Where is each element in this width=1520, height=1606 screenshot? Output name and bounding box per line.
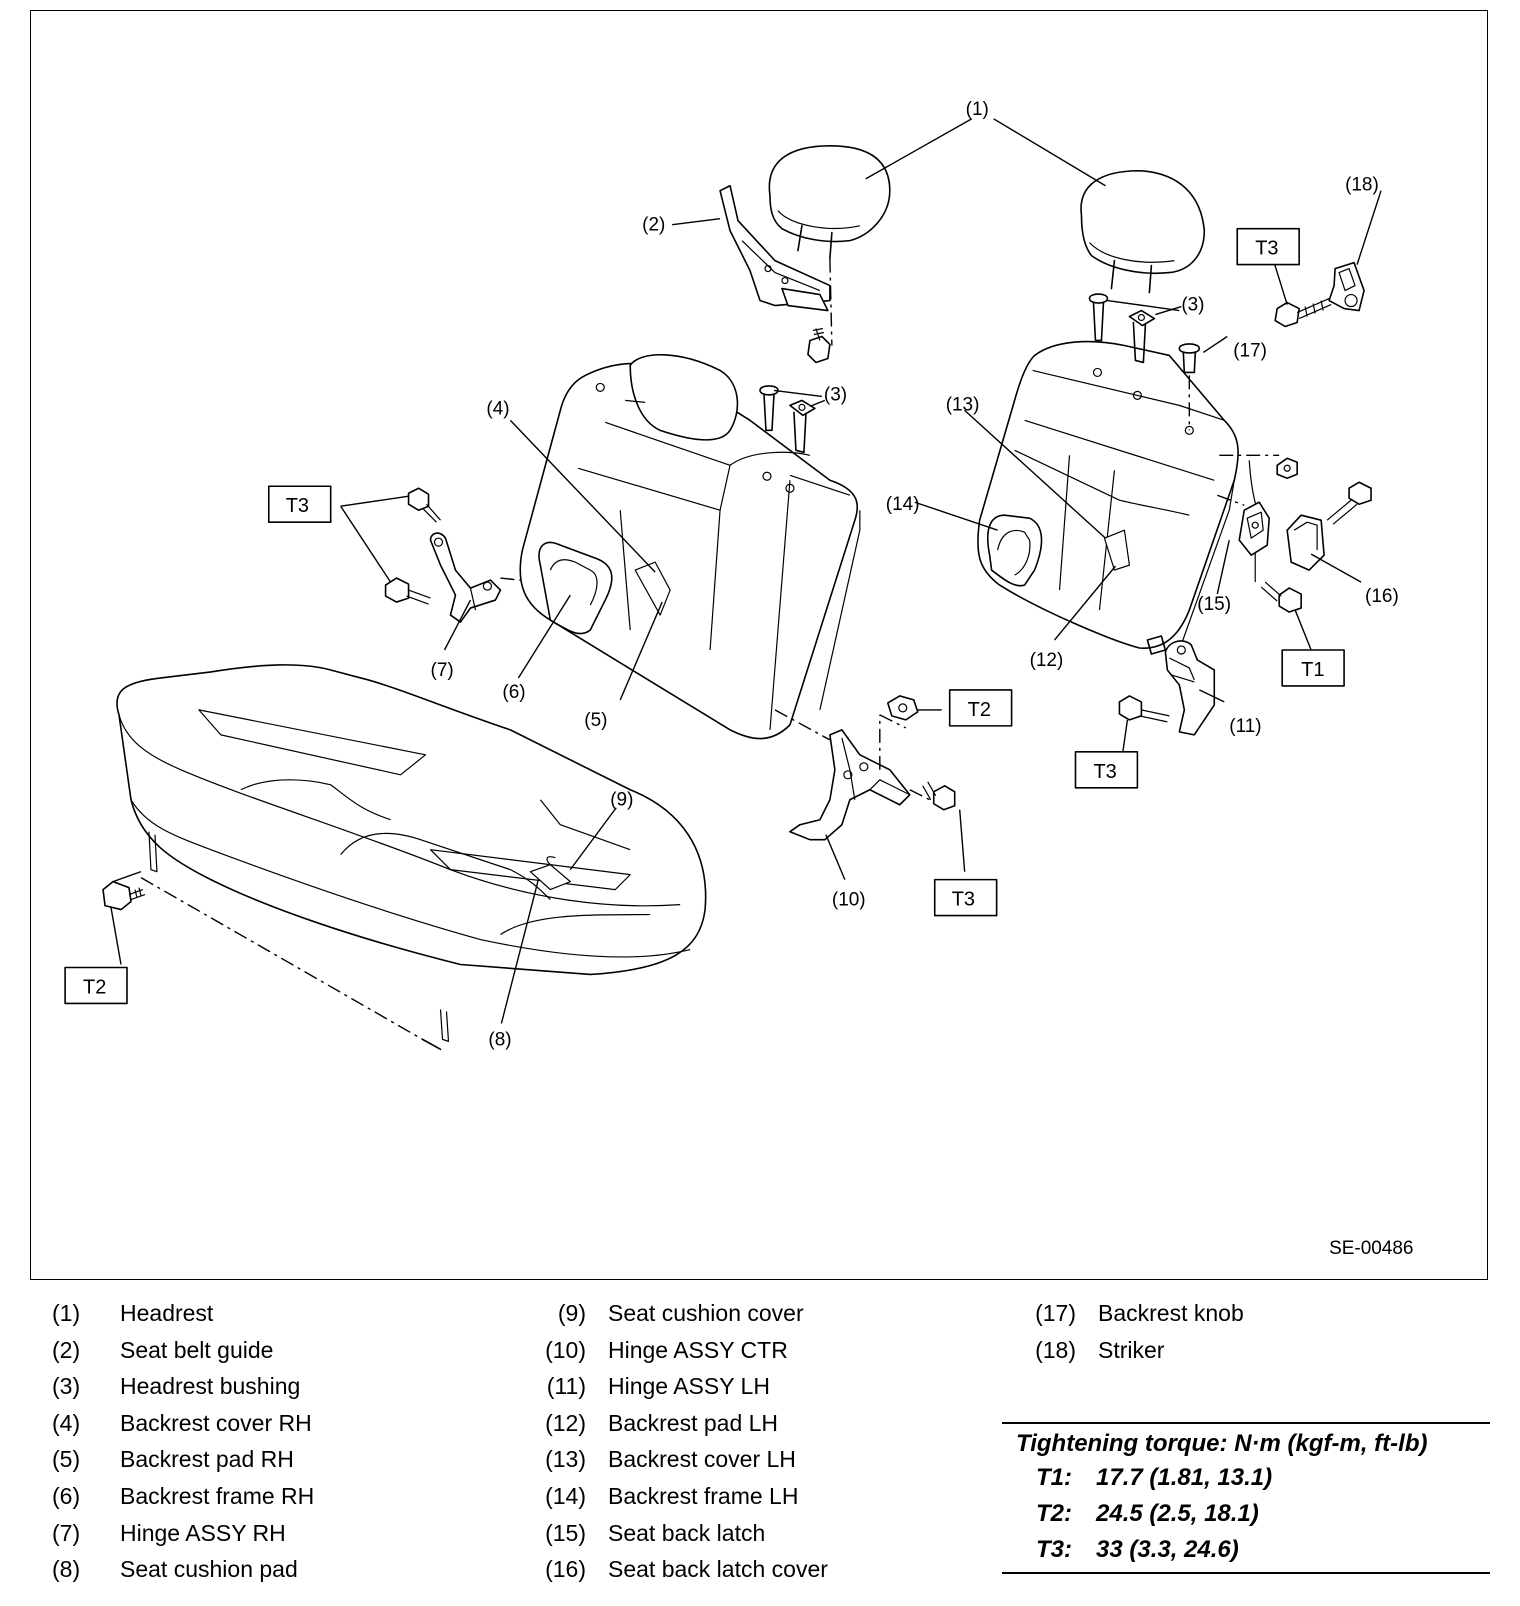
legend-label: Seat cushion pad (120, 1556, 298, 1583)
legend-label: Backrest pad RH (120, 1446, 294, 1473)
parts-legend: (1) Headrest (2) Seat belt guide (3) Headre… (0, 1300, 1520, 1600)
legend-number: (15) (545, 1519, 586, 1546)
legend-number: (8) (52, 1556, 81, 1583)
legend-number: (7) (52, 1519, 81, 1546)
backrest-lh (977, 340, 1280, 655)
leader-lines (340, 118, 1382, 1024)
torque-box-t2-cushion: T2 (83, 976, 106, 998)
legend-label: Headrest (120, 1300, 214, 1326)
torque-box-t2-hinge-ctr: T2 (968, 699, 991, 721)
callout-1: (1) (966, 99, 989, 120)
sheet-id: SE-00486 (1329, 1238, 1413, 1259)
legend-number: (16) (545, 1556, 586, 1583)
torque-row-t3: T3: 33 (3.3, 24.6) (1036, 1536, 1239, 1564)
legend-label: Seat back latch cover (608, 1556, 828, 1583)
tightening-torque-table: Tightening torque: N·m (kgf-m, ft-lb) T1… (1002, 1422, 1490, 1574)
callout-11: (11) (1229, 716, 1261, 737)
torque-box-t1-latch: T1 (1301, 659, 1324, 681)
callout-labels: (1) (2) (3) (3) (4) (5) (6) (7) (8) (9) … (431, 99, 1399, 1051)
headrest-left (768, 144, 891, 346)
callout-17: (17) (1233, 340, 1267, 361)
callout-9: (9) (610, 790, 633, 811)
callout-18: (18) (1345, 175, 1379, 196)
torque-title: Tightening torque: N·m (kgf-m, ft-lb) (1016, 1430, 1428, 1457)
legend-label: Striker (1098, 1336, 1165, 1363)
torque-box-t3-hinge-rh: T3 (286, 495, 309, 517)
legend-label: Seat back latch (608, 1519, 766, 1546)
exploded-diagram: (1) (2) (3) (3) (4) (5) (6) (7) (8) (9) … (30, 10, 1488, 1280)
legend-label: Seat cushion cover (608, 1300, 804, 1326)
callout-7: (7) (431, 660, 454, 681)
torque-row-t1: T1: 17.7 (1.81, 13.1) (1036, 1464, 1272, 1492)
seat-back-latch (1238, 457, 1298, 583)
callout-2: (2) (642, 215, 665, 236)
headrest-bushing-right (1088, 293, 1156, 364)
hinge-rh (384, 487, 521, 623)
legend-number: (1) (52, 1300, 81, 1326)
legend-number: (13) (545, 1446, 586, 1473)
legend-number: (4) (52, 1409, 81, 1436)
seat-belt-guide (719, 184, 831, 364)
legend-number: (18) (1035, 1336, 1076, 1363)
callout-8: (8) (488, 1029, 511, 1050)
legend-number: (12) (545, 1409, 586, 1436)
legend-number: (17) (1035, 1300, 1076, 1326)
diagram-svg: (1) (2) (3) (3) (4) (5) (6) (7) (8) (9) … (64, 99, 1413, 1259)
legend-label: Backrest frame RH (120, 1482, 315, 1509)
torque-boxes: T3 T3 T3 T3 T2 T2 T1 (64, 227, 1345, 1005)
headrest-right (1080, 169, 1206, 294)
legend-number: (10) (545, 1336, 586, 1363)
torque-row-t2: T2: 24.5 (2.5, 18.1) (1036, 1500, 1259, 1528)
callout-6: (6) (502, 682, 525, 703)
legend-number: (11) (546, 1373, 586, 1400)
legend-label: Backrest knob (1098, 1300, 1244, 1326)
legend-label: Backrest cover RH (120, 1409, 312, 1436)
legend-number: (14) (545, 1482, 586, 1509)
legend-label: Hinge ASSY RH (120, 1519, 286, 1546)
torque-box-t3-hinge-lh: T3 (1093, 761, 1116, 783)
callout-12: (12) (1030, 650, 1064, 671)
torque-key: T2: (1036, 1500, 1072, 1527)
callout-4: (4) (486, 398, 509, 419)
legend-number: (6) (52, 1482, 81, 1509)
callout-3-right: (3) (1181, 295, 1204, 316)
seat-cushion (102, 664, 707, 1051)
torque-box-t3-striker: T3 (1255, 238, 1278, 260)
torque-key: T3: (1036, 1536, 1072, 1563)
legend-number: (9) (557, 1300, 586, 1326)
legend-number: (5) (52, 1446, 81, 1473)
torque-box-t3-hinge-ctr: T3 (952, 889, 975, 911)
legend-label: Hinge ASSY LH (608, 1373, 770, 1400)
legend-label: Seat belt guide (120, 1336, 274, 1363)
callout-3-left: (3) (824, 384, 847, 405)
t1-bolt (1260, 581, 1302, 613)
torque-key: T1: (1036, 1464, 1072, 1491)
callout-16: (16) (1365, 586, 1399, 607)
legend-label: Backrest cover LH (608, 1446, 796, 1473)
striker (1274, 261, 1365, 328)
legend-label: Backrest frame LH (608, 1482, 799, 1509)
legend-label: Headrest bushing (120, 1373, 301, 1400)
torque-value: 24.5 (2.5, 18.1) (1096, 1500, 1259, 1527)
backrest-knob (1178, 343, 1201, 431)
legend-number: (2) (52, 1336, 81, 1363)
hinge-lh (1118, 640, 1216, 736)
backrest-rh (519, 353, 861, 741)
callout-14: (14) (886, 494, 920, 515)
callout-10: (10) (832, 890, 866, 911)
callout-5: (5) (584, 710, 607, 731)
legend-number: (3) (52, 1373, 81, 1400)
callout-13: (13) (946, 394, 980, 415)
hinge-ctr (789, 695, 956, 841)
legend-label: Hinge ASSY CTR (608, 1336, 788, 1363)
callout-15: (15) (1197, 594, 1231, 615)
torque-value: 33 (3.3, 24.6) (1096, 1536, 1239, 1563)
torque-value: 17.7 (1.81, 13.1) (1096, 1464, 1273, 1491)
seat-back-latch-cover (1286, 481, 1372, 571)
legend-label: Backrest pad LH (608, 1409, 779, 1436)
